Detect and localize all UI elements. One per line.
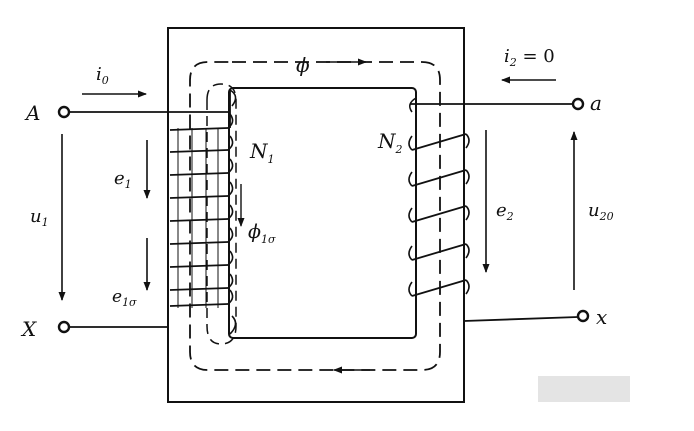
label-e2: e2 (496, 200, 514, 223)
transformer-core (167, 27, 465, 403)
watermark-block (538, 376, 630, 402)
secondary-turn-loop-right (465, 205, 470, 221)
secondary-turn-loop-left (408, 171, 413, 187)
secondary-turn (411, 243, 467, 261)
secondary-turn-loop-left (408, 281, 413, 297)
secondary-winding (408, 97, 470, 297)
label-phi: ϕ (296, 53, 310, 77)
label-i0: i0 (96, 64, 109, 87)
secondary-turn-loop-right (465, 133, 470, 149)
primary-turn (169, 195, 229, 199)
primary-turn (169, 264, 229, 268)
terminal-A (57, 105, 71, 119)
secondary-turn (411, 279, 467, 297)
label-u20: u20 (588, 200, 614, 223)
primary-turn (169, 303, 229, 307)
label-X: X (20, 317, 37, 341)
primary-turn-loop (227, 250, 234, 266)
primary-turn-loop (227, 158, 234, 174)
primary-turn (169, 218, 229, 222)
secondary-turn-loop-right (465, 279, 470, 295)
primary-turn (169, 172, 229, 176)
primary-turn-loop (227, 135, 234, 151)
primary-turn (169, 127, 229, 131)
primary-turn (169, 287, 229, 291)
terminal-a (571, 97, 585, 111)
secondary-turn-loop-left (408, 245, 413, 261)
label-e1: e1 (114, 168, 132, 191)
terminal-X (57, 320, 71, 334)
primary-winding (169, 89, 237, 335)
secondary-turn-loop-left (408, 135, 413, 151)
core-window (228, 87, 417, 339)
primary-turn (169, 149, 229, 153)
secondary-turn-loop-right (465, 243, 470, 259)
label-N2: N2 (377, 129, 403, 156)
label-N1: N1 (249, 139, 275, 166)
primary-turn-loop (227, 204, 234, 220)
secondary-turn-loop-right (465, 169, 470, 185)
primary-turn-loop (227, 289, 234, 305)
label-i2: i2 = 0 (504, 46, 555, 69)
core-outer-edge (167, 27, 465, 403)
secondary-bottom-lead (463, 316, 579, 322)
primary-turn-loop (227, 273, 234, 289)
secondary-turn-loop-left (408, 207, 413, 223)
terminal-x (576, 309, 590, 323)
label-u1: u1 (30, 206, 49, 229)
label-phi1sigma: ϕ1σ (248, 221, 276, 246)
label-e1sigma: e1σ (112, 287, 137, 309)
secondary-turn (411, 133, 467, 151)
label-A: A (24, 101, 40, 125)
label-x: x (596, 305, 607, 329)
label-a: a (590, 91, 602, 115)
primary-turn-loop (227, 181, 234, 197)
primary-turn-loop (227, 227, 234, 243)
secondary-turn (411, 205, 467, 223)
primary-turn (169, 241, 229, 245)
main-flux-path (189, 61, 441, 371)
secondary-turn (411, 169, 467, 187)
